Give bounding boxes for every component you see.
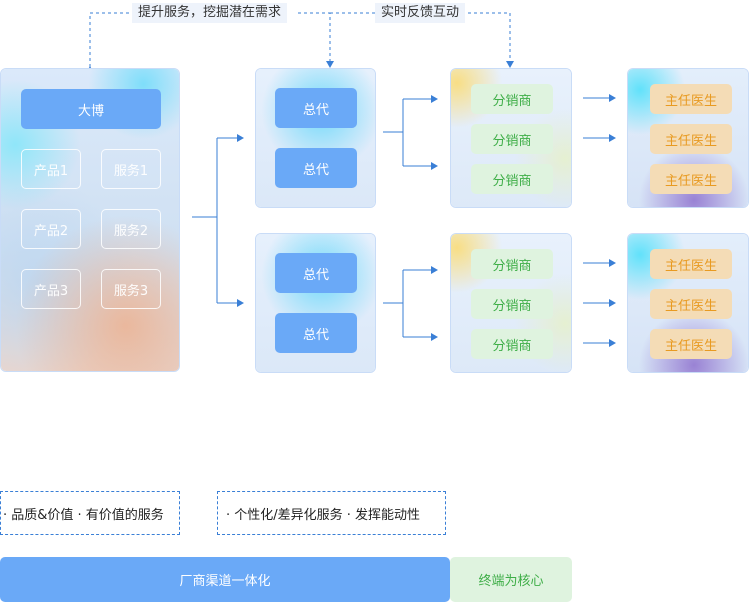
agent-box[interactable]: 总代	[275, 148, 357, 188]
agent-panel-2: 总代 总代	[255, 233, 376, 373]
distributor-to-doctor-arrows	[583, 94, 616, 347]
feature-box-manufacturer: · 品质&价值 · 有价值的服务	[0, 491, 180, 535]
brand-title[interactable]: 大博	[21, 89, 161, 129]
doctor-panel-2: 主任医生 主任医生 主任医生	[627, 233, 749, 373]
doctor-box[interactable]: 主任医生	[650, 329, 732, 359]
feedback-dashed-lines	[86, 12, 514, 73]
feature-text-terminal: · 个性化/差异化服务 · 发挥能动性	[226, 507, 421, 523]
brand-item-service-1[interactable]: 服务1	[101, 149, 161, 189]
distributor-box[interactable]: 分销商	[471, 249, 553, 279]
agent-box[interactable]: 总代	[275, 253, 357, 293]
distributor-panel-1: 分销商 分销商 分销商	[450, 68, 572, 208]
distributor-panel-2: 分销商 分销商 分销商	[450, 233, 572, 373]
bottom-bar-channel-integration: 厂商渠道一体化	[0, 557, 450, 602]
brand-item-product-1[interactable]: 产品1	[21, 149, 81, 189]
agent-box[interactable]: 总代	[275, 313, 357, 353]
brand-panel: 大博 产品1 服务1 产品2 服务2 产品3 服务3	[0, 68, 180, 372]
feature-box-terminal: · 个性化/差异化服务 · 发挥能动性	[217, 491, 446, 535]
doctor-box[interactable]: 主任医生	[650, 289, 732, 319]
doctor-panel-1: 主任医生 主任医生 主任医生	[627, 68, 749, 208]
distributor-box[interactable]: 分销商	[471, 289, 553, 319]
distributor-box[interactable]: 分销商	[471, 124, 553, 154]
feature-text-manufacturer: · 品质&价值 · 有价值的服务	[3, 507, 164, 523]
agent-to-distributor-lines-1	[383, 95, 438, 170]
brand-item-service-2[interactable]: 服务2	[101, 209, 161, 249]
brand-item-product-3[interactable]: 产品3	[21, 269, 81, 309]
brand-to-agent-lines	[192, 134, 244, 307]
distributor-box[interactable]: 分销商	[471, 164, 553, 194]
feedback-tag-left: 提升服务，挖掘潜在需求	[132, 3, 288, 23]
bottom-bar-terminal-core: 终端为核心	[450, 557, 572, 602]
doctor-box[interactable]: 主任医生	[650, 84, 732, 114]
brand-item-service-3[interactable]: 服务3	[101, 269, 161, 309]
agent-box[interactable]: 总代	[275, 88, 357, 128]
doctor-box[interactable]: 主任医生	[650, 164, 732, 194]
distributor-box[interactable]: 分销商	[471, 84, 553, 114]
doctor-box[interactable]: 主任医生	[650, 249, 732, 279]
feedback-tag-right: 实时反馈互动	[375, 3, 466, 23]
doctor-box[interactable]: 主任医生	[650, 124, 732, 154]
distributor-box[interactable]: 分销商	[471, 329, 553, 359]
brand-item-product-2[interactable]: 产品2	[21, 209, 81, 249]
agent-to-distributor-lines-2	[383, 266, 438, 341]
agent-panel-1: 总代 总代	[255, 68, 376, 208]
